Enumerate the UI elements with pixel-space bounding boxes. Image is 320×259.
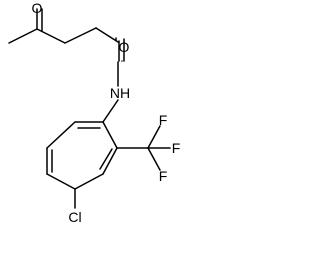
chemical-structure-diagram: O O NH Cl F F F [8, 0, 181, 225]
atom-fluorine-bottom: F [159, 168, 168, 184]
atom-chlorine: Cl [68, 209, 81, 225]
atom-oxygen-amide: O [119, 39, 130, 55]
atom-nitrogen: NH [110, 85, 130, 101]
bond-cf3-f-top [147, 125, 161, 149]
ring-bond-3 [74, 173, 104, 190]
bond-ketone-ch2 [36, 28, 66, 44]
ring-bond-2 [102, 147, 118, 175]
bond-methyl-ketone [8, 28, 38, 44]
bond-ch2-amide [64, 27, 97, 44]
atom-fluorine-top: F [159, 112, 168, 128]
bond-n-ring [102, 99, 119, 123]
bond-cf3-f-bottom [147, 147, 161, 171]
ring-inner-3 [99, 148, 113, 170]
atom-fluorine-right: F [172, 140, 181, 156]
atom-labels: O O NH Cl F F F [32, 0, 181, 225]
ring-bond-4 [46, 173, 76, 190]
bonds [8, 8, 171, 209]
ring-bond-6 [46, 121, 76, 149]
atom-oxygen-ketone: O [32, 0, 43, 16]
bond-amide-co-1 [95, 27, 119, 43]
ring-bond-1 [102, 121, 118, 149]
